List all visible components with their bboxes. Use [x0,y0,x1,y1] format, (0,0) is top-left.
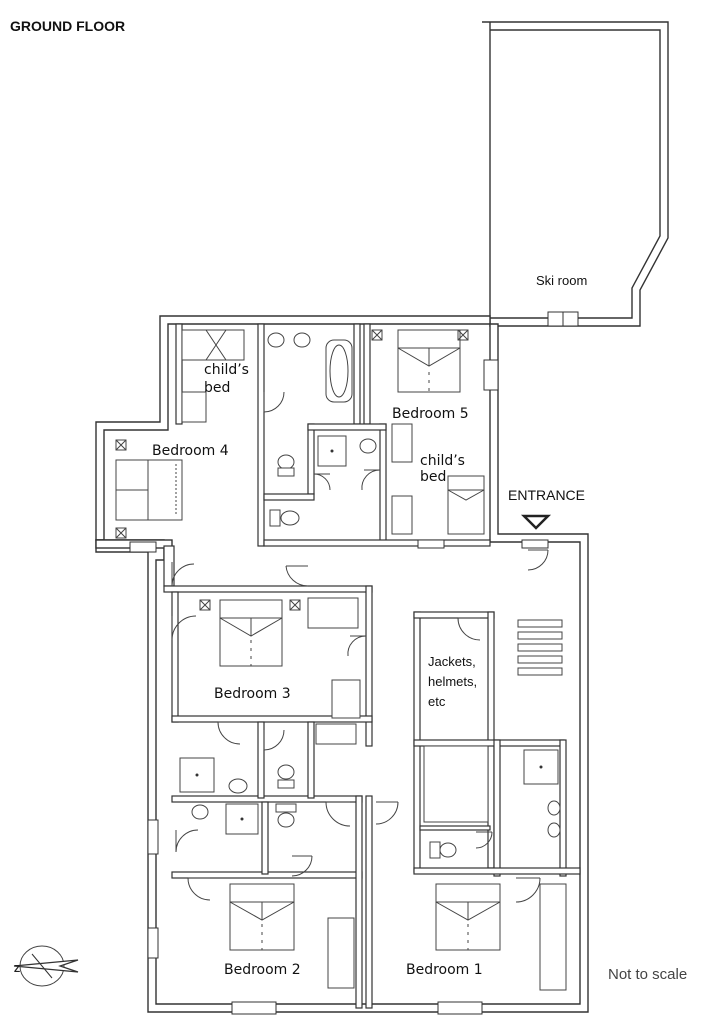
store-line3: etc [428,694,446,709]
child-bed-a-line1: child’s [204,362,249,378]
bedside-tables [115,329,469,611]
scale-note: Not to scale [608,966,687,983]
store-line1: Jackets, [428,654,476,669]
bedroom-1-bed [435,883,567,991]
interior-walls [163,323,581,1009]
bedroom-4-bed [115,459,183,521]
bedroom-3-label: Bedroom 3 [214,686,291,702]
ski-room-label: Ski room [536,273,587,288]
child-bed-b [391,423,485,535]
bedroom-4-label: Bedroom 4 [152,443,229,459]
child-bed-a-line2: bed [204,380,230,396]
bathroom-fixtures [179,332,563,859]
bedroom-5-label: Bedroom 5 [392,406,469,422]
beds [115,329,567,991]
doors [171,391,549,903]
child-bed-a [181,329,245,423]
plan-title: GROUND FLOOR [10,18,125,34]
entrance-arrow-icon [520,514,552,530]
compass-icon [13,945,79,987]
entrance-label: ENTRANCE [508,487,585,503]
bedroom-5-bed [397,329,461,393]
store-line2: helmets, [428,674,477,689]
child-bed-b-line1: child’s [420,453,465,469]
windows [129,311,579,1015]
bedroom-1-label: Bedroom 1 [406,962,483,978]
bedroom-2-label: Bedroom 2 [224,962,301,978]
stairs [517,619,563,676]
bedroom-2-bed [229,883,355,989]
child-bed-b-line2: bed [420,469,446,485]
compass-north-letter: Z [14,964,20,975]
bedroom-3-bed [219,597,361,745]
